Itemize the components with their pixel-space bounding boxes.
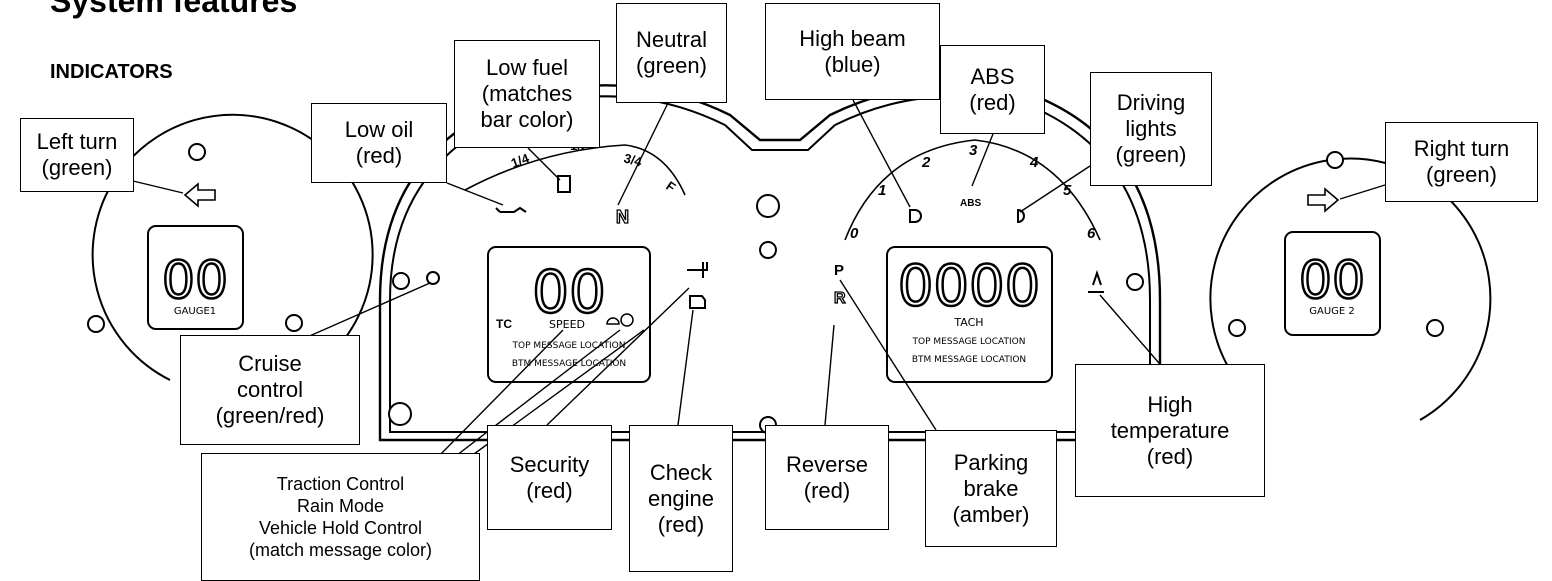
- fuel-pump-icon: [557, 175, 571, 193]
- tach-arc: [844, 139, 1101, 241]
- tach-btm-message: BTM MESSAGE LOCATION: [912, 355, 1026, 365]
- right-turn-arrow-icon: [1307, 187, 1340, 213]
- traction-control-indicator: TC: [496, 317, 512, 331]
- neutral-indicator: N: [616, 207, 629, 227]
- abs-indicator: ABS: [960, 198, 981, 209]
- tach-scale-label: 4: [1029, 154, 1039, 171]
- check-engine-icon: [689, 295, 706, 309]
- fuel-scale-label: 3/4: [622, 150, 644, 169]
- fuel-scale-label: 1/4: [509, 150, 532, 171]
- speed-screen: [487, 246, 651, 383]
- section-heading: INDICATORS: [50, 61, 173, 83]
- tach-label: TACH: [953, 316, 983, 329]
- callout-security: Security(red): [487, 425, 612, 530]
- mount-hole: [388, 402, 412, 426]
- tach-scale-label: 1: [878, 182, 886, 199]
- callout-left-turn: Left turn(green): [20, 118, 134, 192]
- gauge1-label: GAUGE1: [174, 306, 216, 317]
- screw: [1426, 319, 1444, 337]
- callout-abs: ABS(red): [940, 45, 1045, 134]
- page-title: System features: [50, 0, 298, 19]
- screw: [1126, 273, 1144, 291]
- gauge2-digits: 00: [1299, 251, 1365, 311]
- screw: [759, 241, 777, 259]
- reverse-indicator: R: [834, 290, 846, 307]
- tach-scale: 0 1 2 3 4 5 6: [850, 142, 1096, 242]
- gauge1-digits: 00: [162, 251, 228, 311]
- tach-digits: 0000: [898, 254, 1041, 319]
- speed-btm-message: BTM MESSAGE LOCATION: [512, 359, 626, 369]
- speed-label: SPEED: [549, 318, 585, 331]
- callout-high-beam: High beam(blue): [765, 3, 940, 100]
- left-turn-arrow-icon: [183, 182, 216, 208]
- screw: [188, 143, 206, 161]
- callout-low-oil: Low oil(red): [311, 103, 447, 183]
- fuel-scale-label: F: [663, 178, 678, 195]
- screw: [87, 315, 105, 333]
- callout-neutral: Neutral(green): [616, 3, 727, 103]
- cruise-icon: [426, 271, 440, 285]
- screw: [392, 272, 410, 290]
- tach-screen: [886, 246, 1053, 383]
- speed-top-message: TOP MESSAGE LOCATION: [512, 341, 626, 351]
- tach-scale-label: 3: [969, 142, 978, 159]
- security-icon: [687, 262, 708, 278]
- gauge2-label: GAUGE 2: [1309, 306, 1355, 317]
- rain-vehicle-hold-icons: [606, 313, 634, 327]
- high-beam-icon: [909, 209, 922, 223]
- screw: [1228, 319, 1246, 337]
- screw: [285, 314, 303, 332]
- left-gauge-housing: [91, 113, 374, 381]
- tach-scale-label: 2: [921, 154, 931, 171]
- fuel-bar-arc: [464, 144, 686, 196]
- park-indicator: P: [834, 262, 844, 279]
- high-temp-icon: [1088, 269, 1104, 293]
- screw: [1326, 151, 1344, 169]
- tach-scale-label: 0: [850, 225, 859, 242]
- gauge2-screen: [1284, 231, 1381, 336]
- gauge1-screen: [147, 225, 244, 330]
- oil-can-icon: [495, 206, 527, 213]
- mount-hole: [756, 194, 780, 218]
- tach-scale-label: 6: [1087, 225, 1096, 242]
- tach-top-message: TOP MESSAGE LOCATION: [912, 337, 1026, 347]
- callout-right-turn: Right turn(green): [1385, 122, 1538, 202]
- tach-scale-label: 5: [1063, 182, 1072, 199]
- speed-digits: 00: [532, 258, 606, 326]
- driving-lights-icon: [1017, 208, 1025, 224]
- callout-reverse: Reverse(red): [765, 425, 889, 530]
